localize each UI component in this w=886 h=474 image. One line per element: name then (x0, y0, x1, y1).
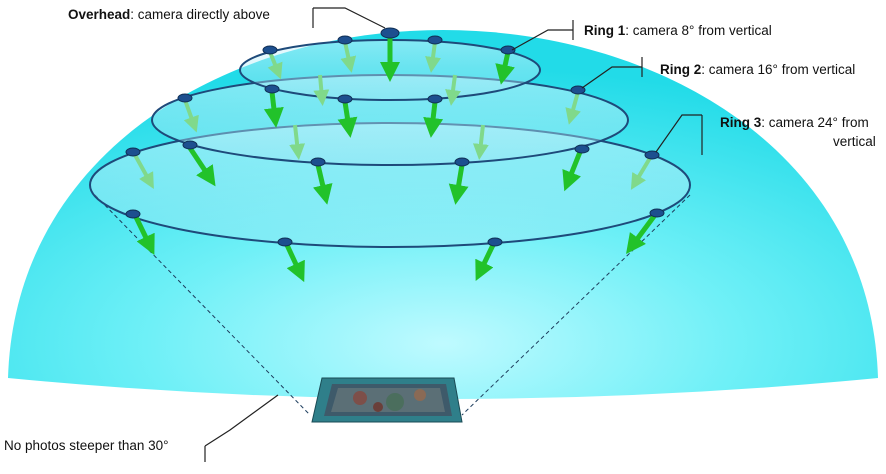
far-side-arrows (133, 41, 652, 190)
camera-marker-icon (380, 27, 400, 39)
camera-marker-icon (277, 237, 293, 247)
sample-specimen-image (311, 377, 463, 423)
camera-marker-icon (570, 85, 586, 95)
ring-1-label: Ring 1: camera 8° from vertical (584, 23, 772, 38)
leader-lines (204, 7, 703, 462)
camera-marker-icon (125, 209, 141, 219)
camera-marker-icon (427, 35, 443, 45)
camera-marker-icon (500, 45, 516, 55)
camera-marker-icon (649, 208, 665, 218)
ring-3-label: Ring 3: camera 24° from (720, 115, 869, 130)
ring-3-label-line2: vertical (833, 134, 876, 149)
camera-marker-icon (644, 150, 660, 160)
camera-marker-icon (125, 147, 141, 157)
camera-marker-icon (262, 45, 278, 55)
camera-marker-icon (182, 140, 198, 150)
camera-marker-icon (337, 35, 353, 45)
camera-marker-icon (487, 237, 503, 247)
cone-limit-left (94, 194, 311, 416)
camera-marker-icon (427, 94, 443, 104)
camera-marker-icon (310, 157, 326, 167)
ring-2-label: Ring 2: camera 16° from vertical (660, 62, 856, 77)
camera-marker-icon (177, 93, 193, 103)
overhead-label: Overhead: camera directly above (68, 7, 270, 22)
camera-marker-icon (574, 144, 590, 154)
near-side-arrows (132, 38, 658, 283)
steepness-limit-label: No photos steeper than 30° (4, 438, 169, 453)
camera-marker-icon (454, 157, 470, 167)
camera-marker-icon (264, 84, 280, 94)
camera-marker-icon (337, 94, 353, 104)
camera-markers (125, 27, 665, 247)
cone-limit-right (461, 194, 691, 416)
